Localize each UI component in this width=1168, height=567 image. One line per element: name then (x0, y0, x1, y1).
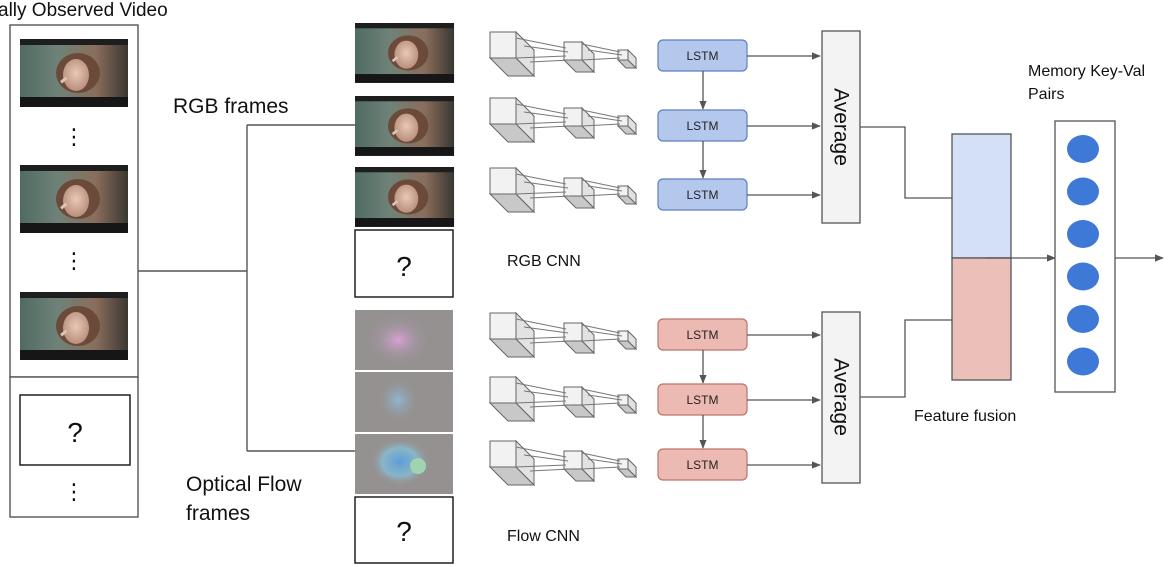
flow-frame-stack: ? (354, 310, 454, 564)
rgb-lstm-label: LSTM (686, 119, 718, 133)
rgb-lstm-3: LSTM (657, 178, 821, 211)
branch-connector (138, 124, 355, 452)
video-frame-2 (20, 165, 128, 233)
flow-average-box: Average (821, 311, 861, 484)
rgb-average-box: Average (821, 30, 861, 224)
video-frame-3 (20, 292, 128, 360)
ellipsis-2: ⋮ (63, 248, 85, 273)
flow-lstm-1: LSTM (657, 318, 821, 384)
optical-flow-label-line2: frames (186, 502, 250, 525)
memory-slot-4 (1067, 262, 1099, 291)
rgb-unknown-frame (354, 229, 454, 298)
flow-lstm-label: LSTM (686, 328, 718, 342)
diagram-title: ally Observed Video (0, 0, 168, 21)
memory-slot-2 (1067, 177, 1099, 206)
feature-fusion-box (951, 133, 1012, 381)
unknown-video-mark: ? (67, 417, 83, 448)
flow-unknown-mark: ? (396, 516, 412, 547)
cnn-icon-6 (488, 439, 638, 487)
flow-average-label: Average (830, 358, 853, 436)
video-column: ⋮ ⋮ ? ⋮ (9, 24, 139, 518)
memory-slot-5 (1067, 305, 1099, 333)
rgb-lstm-label: LSTM (686, 49, 718, 63)
memory-slots (1067, 135, 1099, 376)
rgb-lstm-2: LSTM (657, 109, 821, 179)
optical-flow-label-line1: Optical Flow (186, 473, 302, 496)
cnn-icon-1 (488, 30, 638, 78)
rgb-frames-label: RGB frames (173, 95, 289, 118)
rgb-lstm-1: LSTM (657, 39, 821, 110)
rgb-frame-2 (355, 96, 455, 156)
lstm-cells: LSTM LSTM LSTM LSTM LSTM LSTM (657, 39, 821, 481)
flow-lstm-label: LSTM (686, 393, 718, 407)
ellipsis-1: ⋮ (63, 124, 85, 149)
rgb-average-label: Average (830, 88, 853, 166)
rgb-frame-3 (355, 167, 455, 227)
memory-panel (1054, 120, 1116, 393)
unknown-video-frame (19, 394, 131, 466)
video-frame-1 (20, 39, 128, 107)
flow-lstm-2: LSTM (657, 383, 821, 449)
memory-slot-1 (1067, 135, 1099, 163)
rgb-lstm-label: LSTM (686, 188, 718, 202)
rgb-frame-1 (355, 23, 455, 83)
rgb-unknown-mark: ? (396, 251, 412, 282)
cnn-icon-5 (488, 375, 638, 423)
memory-slot-3 (1067, 220, 1099, 248)
ellipsis-3: ⋮ (63, 479, 85, 504)
flow-cnn-label: Flow CNN (507, 528, 580, 545)
flow-lstm-label: LSTM (686, 458, 718, 472)
flow-lstm-3: LSTM (657, 448, 821, 481)
cnn-icon-4 (488, 311, 638, 359)
rgb-frame-stack: ? (354, 23, 455, 298)
cnn-icons (488, 30, 638, 487)
feature-fusion-label: Feature fusion (914, 408, 1016, 425)
cnn-icon-2 (488, 96, 638, 144)
flow-unknown-frame (354, 496, 454, 564)
rgb-cnn-label: RGB CNN (507, 253, 581, 270)
cnn-icon-3 (488, 166, 638, 214)
memory-label-line2: Pairs (1028, 86, 1064, 103)
memory-label-line1: Memory Key-Val (1028, 63, 1145, 80)
memory-slot-6 (1067, 347, 1099, 376)
fusion-connectors (860, 126, 952, 398)
